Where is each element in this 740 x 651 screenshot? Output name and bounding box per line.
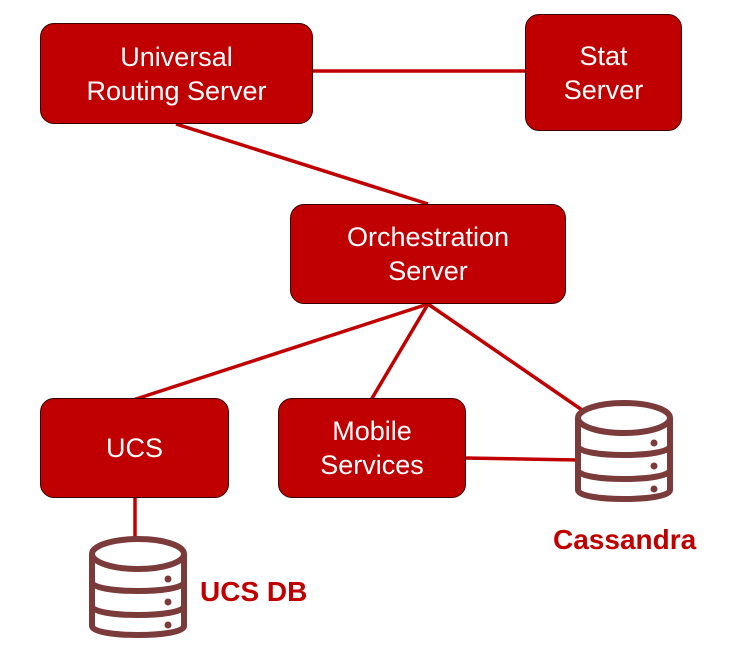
node-label-line1: Orchestration [346,222,510,252]
connector-mobile-cassandra [464,456,579,462]
connector-urs-orch [175,122,429,206]
node-label-line1: UCS [105,433,163,463]
universal-routing-server-node[interactable]: Universal Routing Server [40,23,313,124]
cassandra-database-icon[interactable] [572,398,676,513]
stat-server-node[interactable]: Stat Server [525,14,682,131]
ucs-db-database-icon[interactable] [86,534,190,649]
ucs-node[interactable]: UCS [40,398,229,498]
mobile-services-node[interactable]: Mobile Services [278,398,466,498]
node-label-line2: Server [388,256,468,286]
node-label-line1: Universal [120,41,233,72]
node-label-line2: Services [320,450,424,480]
orchestration-server-node[interactable]: Orchestration Server [290,204,566,304]
node-label-line1: Stat [579,40,628,71]
connector-orch-ucs [132,302,429,402]
node-label-line2: Routing Server [86,75,267,106]
ucs-db-label: UCS DB [200,576,308,607]
node-label-line2: Server [563,74,644,105]
cassandra-label: Cassandra [553,524,697,555]
connector-orch-mobile [369,303,430,401]
connector-orch-cassandra [427,302,586,414]
node-label-line1: Mobile [332,416,412,446]
